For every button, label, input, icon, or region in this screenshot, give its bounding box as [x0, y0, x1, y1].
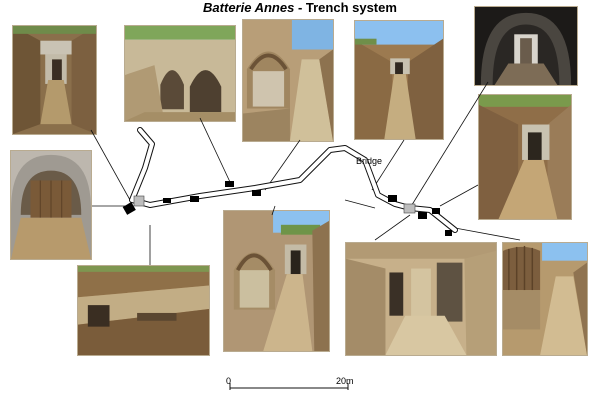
diagram-title: Batterie Annes - Trench system	[0, 0, 600, 16]
scale-bar	[229, 383, 349, 390]
leader-lines	[90, 81, 521, 265]
shelter-marker-4	[252, 190, 261, 196]
shelter-markers	[122, 181, 452, 236]
bridge-section	[350, 161, 362, 183]
shelter-marker-west	[122, 202, 136, 215]
photo-trench-from-above	[77, 265, 210, 356]
title-site-name: Batterie Annes	[203, 0, 295, 15]
bridge-label: Bridge	[356, 156, 383, 166]
leader-line-p1	[90, 129, 131, 201]
leader-line-p2	[199, 117, 231, 183]
shelter-marker-5	[388, 195, 397, 202]
shelter-marker-2	[190, 196, 199, 202]
shelter-marker-7	[432, 208, 440, 214]
photo-long-trench	[354, 20, 444, 140]
photo-tunnel-interior	[474, 6, 578, 86]
leader-line-p5	[409, 81, 489, 209]
leader-line-p9	[271, 205, 276, 216]
shelter-marker-8	[445, 230, 452, 236]
leader-line-p10	[374, 214, 411, 241]
leader-line-p4	[371, 139, 405, 191]
shelter-marker-6	[418, 212, 427, 219]
photo-concrete-passage	[345, 242, 497, 356]
trench-path	[129, 127, 458, 233]
photo-arched-corrugated-entrance	[242, 19, 334, 142]
scale-end-label: 20m	[336, 376, 354, 386]
title-subtitle: - Trench system	[294, 0, 397, 15]
trench-side-branch	[344, 199, 376, 209]
photo-trench-arched-passage	[223, 210, 330, 352]
photo-trench-corrugated-shelter	[502, 242, 588, 356]
shelter-marker-1	[163, 198, 171, 203]
photo-casemate-arches	[124, 25, 236, 122]
photo-tunnel-wooden-door	[10, 150, 92, 260]
scale-start-label: 0	[226, 376, 232, 386]
leader-line-p11	[454, 227, 521, 241]
photo-trench-shelter-entrance	[12, 25, 97, 135]
gun-position-west	[133, 195, 145, 207]
leader-line-p3	[264, 139, 301, 191]
photo-trench-shelter-right	[478, 94, 572, 220]
shelter-marker-3	[225, 181, 234, 187]
gun-position-east	[403, 203, 416, 214]
leader-line-p7	[439, 184, 479, 207]
